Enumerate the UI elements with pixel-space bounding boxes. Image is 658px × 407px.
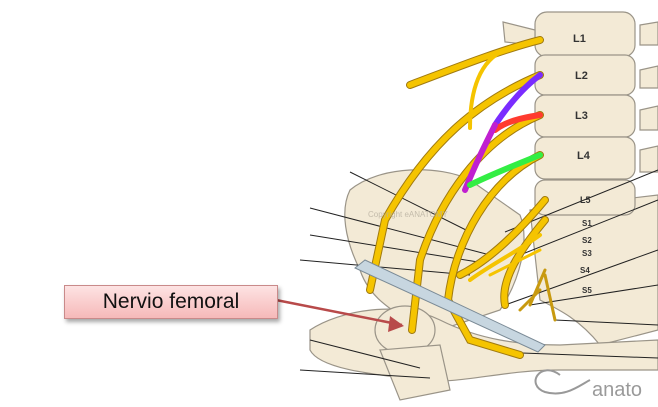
callout-arrow (275, 298, 403, 327)
label-s4: S4 (580, 266, 590, 275)
svg-text:anato: anato (592, 379, 642, 401)
copyright-watermark: Copyright eANATOMY (368, 210, 448, 219)
label-s5: S5 (582, 286, 592, 295)
label-s1: S1 (582, 219, 592, 228)
highlight-purple (492, 72, 543, 128)
nerve-l2 (367, 72, 543, 293)
highlight-red (492, 112, 543, 133)
label-s3: S3 (582, 249, 592, 258)
femoral-nerve (409, 112, 543, 333)
label-s2: S2 (582, 236, 592, 245)
sacrum (529, 194, 658, 346)
nerves (366, 36, 557, 359)
label-l1: L1 (573, 33, 586, 45)
label-l4: L4 (577, 150, 591, 162)
coccygeal-nerves (518, 268, 557, 322)
inguinal-ligament (354, 259, 546, 353)
arrow-head-icon (388, 316, 404, 332)
highlight-green (467, 152, 543, 188)
label-l2: L2 (575, 70, 588, 82)
anato-logo: anato (534, 369, 642, 401)
label-l3: L3 (575, 110, 588, 122)
femur-neck (379, 344, 451, 401)
label-l5: L5 (580, 195, 591, 205)
vertebral-bodies (502, 11, 658, 216)
sacral-nerve-1 (457, 197, 548, 278)
nerve-l1 (407, 37, 543, 88)
vertebra-labels: L1 L2 L3 L4 L5 S1 S2 S3 S4 S5 (573, 33, 592, 295)
femoral-nerve-callout: Nervio femoral (64, 285, 278, 319)
